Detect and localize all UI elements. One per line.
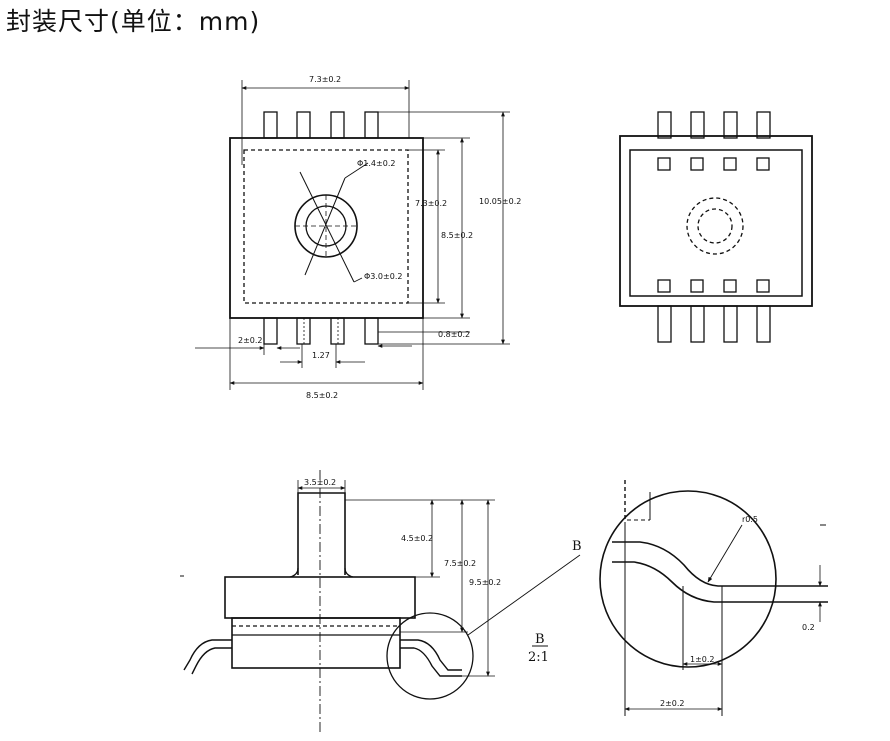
top-view [195, 80, 510, 390]
dim-lead-foot: 1±0.2 [690, 655, 715, 664]
dim-hole-inner: Φ3.0±0.2 [364, 272, 402, 281]
dim-side-total: 9.5±0.2 [469, 578, 501, 587]
bottom-view [619, 111, 813, 343]
dim-width-top: 7.3±0.2 [309, 75, 341, 84]
detail-scale: 2:1 [528, 650, 549, 665]
dim-pitch: 1.27 [312, 351, 330, 360]
dim-port-height: 4.5±0.2 [401, 534, 433, 543]
detail-title: B [535, 632, 545, 647]
page-title: 封装尺寸(单位：mm) [6, 7, 261, 36]
detail-view [599, 480, 828, 716]
dim-width-bottom: 8.5±0.2 [306, 391, 338, 400]
dim-port-width: 3.5±0.2 [304, 478, 336, 487]
side-view [183, 470, 581, 735]
dim-hole-outer: Φ1.4±0.2 [357, 159, 395, 168]
dim-lead-thickness: 0.2 [802, 623, 815, 632]
dim-body-height: 8.5±0.2 [441, 231, 473, 240]
dim-total-height: 10.05±0.2 [479, 197, 521, 206]
dim-lead-span: 2±0.2 [660, 699, 685, 708]
dim-radius: r0.5 [742, 515, 758, 524]
dim-height-mid: 7.5±0.2 [444, 559, 476, 568]
dim-pin-length: 0.8±0.2 [438, 330, 470, 339]
detail-callout-label: B [572, 539, 582, 554]
dim-inner-height: 7.3±0.2 [415, 199, 447, 208]
dim-pin-offset: 2±0.2 [238, 336, 263, 345]
